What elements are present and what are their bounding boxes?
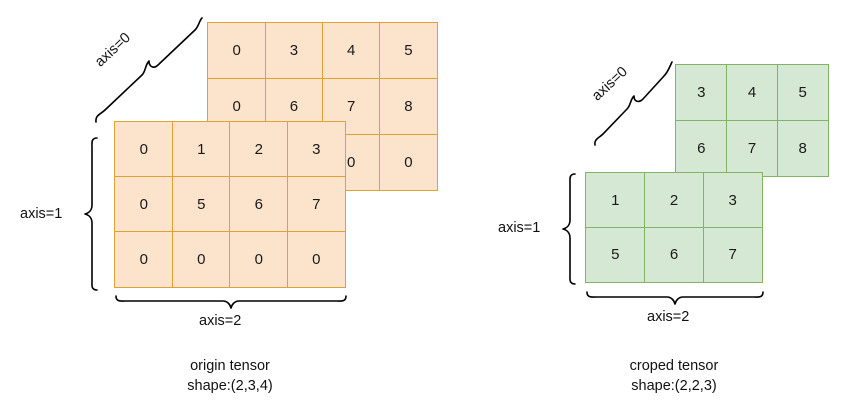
- cell: 4: [725, 64, 779, 122]
- croped-tensor-front-layer: 1 2 3 5 6 7: [585, 172, 763, 283]
- cell: 0: [229, 231, 289, 288]
- cell: 0: [114, 231, 174, 288]
- cell: 1: [585, 172, 646, 229]
- croped-axis1-brace: [562, 173, 576, 285]
- cell: 5: [379, 22, 438, 80]
- cell: 4: [321, 22, 381, 80]
- cell: 7: [286, 176, 346, 233]
- cell: 2: [229, 121, 289, 178]
- croped-caption-line2: shape:(2,2,3): [631, 377, 717, 394]
- croped-axis2-brace: [586, 291, 764, 305]
- cell: 2: [643, 172, 705, 229]
- croped-axis1-label: axis=1: [498, 220, 541, 236]
- cell: 8: [379, 77, 438, 136]
- cell: 5: [776, 64, 829, 122]
- cell: 5: [585, 226, 646, 283]
- cell: 0: [171, 231, 231, 288]
- cell: 0: [114, 121, 174, 178]
- cell: 3: [702, 172, 763, 229]
- cell: 3: [675, 64, 728, 122]
- cell: 6: [229, 176, 289, 233]
- cell: 7: [725, 119, 779, 177]
- origin-axis2-brace: [115, 295, 347, 309]
- origin-tensor-front-layer: 0 1 2 3 0 5 6 7 0 0 0 0: [114, 121, 346, 288]
- cell: 6: [675, 119, 728, 177]
- croped-axis0-brace: [594, 61, 673, 146]
- cell: 8: [776, 119, 829, 177]
- croped-tensor-caption: croped tensor shape:(2,2,3): [574, 357, 774, 396]
- origin-caption-line1: origin tensor: [190, 358, 270, 374]
- cell: 0: [286, 231, 346, 288]
- cell: 0: [114, 176, 174, 233]
- cell: 0: [379, 133, 438, 191]
- origin-axis1-brace: [84, 137, 98, 291]
- croped-caption-line1: croped tensor: [629, 358, 719, 374]
- origin-tensor-caption: origin tensor shape:(2,3,4): [130, 357, 330, 396]
- origin-axis2-label: axis=2: [199, 313, 242, 329]
- croped-tensor-back-layer: 3 4 5 6 7 8: [675, 64, 829, 177]
- cell: 0: [207, 22, 266, 80]
- origin-caption-line2: shape:(2,3,4): [187, 377, 273, 394]
- cell: 6: [643, 226, 705, 283]
- cell: 1: [171, 121, 231, 178]
- cell: 3: [286, 121, 346, 178]
- cell: 7: [702, 226, 763, 283]
- cell: 5: [171, 176, 231, 233]
- cell: 3: [264, 22, 324, 80]
- origin-axis0-brace: [95, 17, 203, 123]
- origin-axis1-label: axis=1: [20, 206, 63, 222]
- croped-axis2-label: axis=2: [647, 309, 690, 325]
